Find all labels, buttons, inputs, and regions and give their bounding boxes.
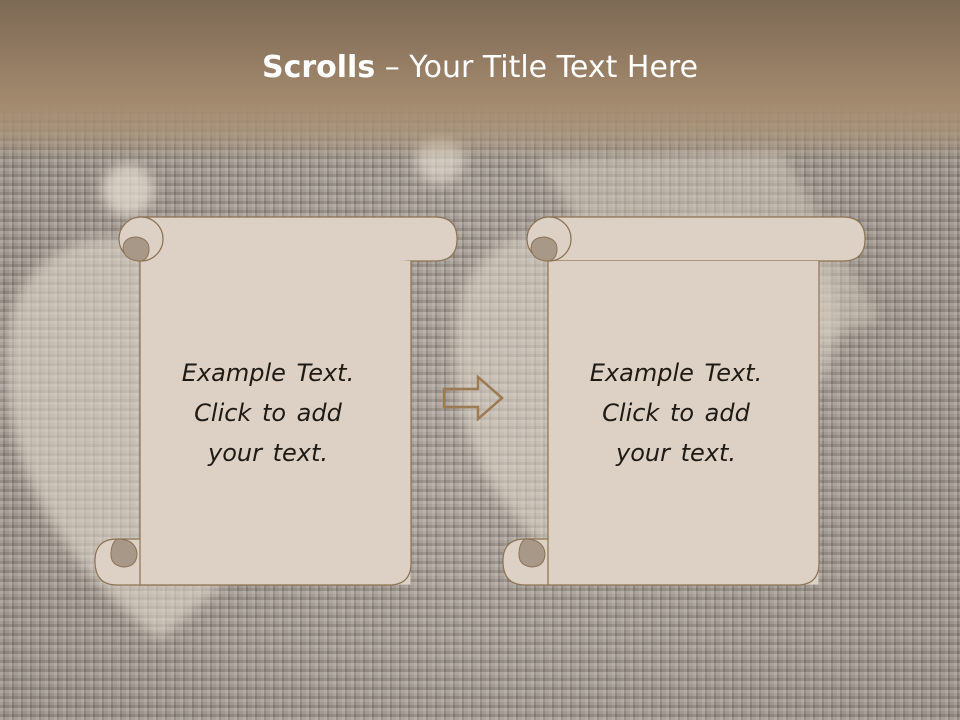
scroll-text-line: Click to add [194,399,342,427]
scroll-1[interactable]: Example Text. Click to add your text. [93,215,463,587]
scroll-text-line: your text. [615,439,736,467]
scroll-text-line: your text. [207,439,328,467]
scroll-2-text[interactable]: Example Text. Click to add your text. [551,353,801,473]
title-band [0,0,960,160]
scroll-text-line: Example Text. [589,359,763,387]
slide-title[interactable]: Scrolls – Your Title Text Here [0,50,960,85]
scroll-2[interactable]: Example Text. Click to add your text. [501,215,871,587]
title-text: Your Title Text Here [409,50,699,85]
scroll-1-text[interactable]: Example Text. Click to add your text. [143,353,393,473]
title-bold: Scrolls [261,50,376,85]
title-separator: – [375,50,410,85]
wooden-bead-left [102,164,154,216]
scroll-shape-icon [94,216,458,586]
scroll-shape-icon [502,216,866,586]
scroll-text-line: Click to add [602,399,750,427]
scroll-text-line: Example Text. [181,359,355,387]
right-arrow-outline-icon [442,374,504,422]
